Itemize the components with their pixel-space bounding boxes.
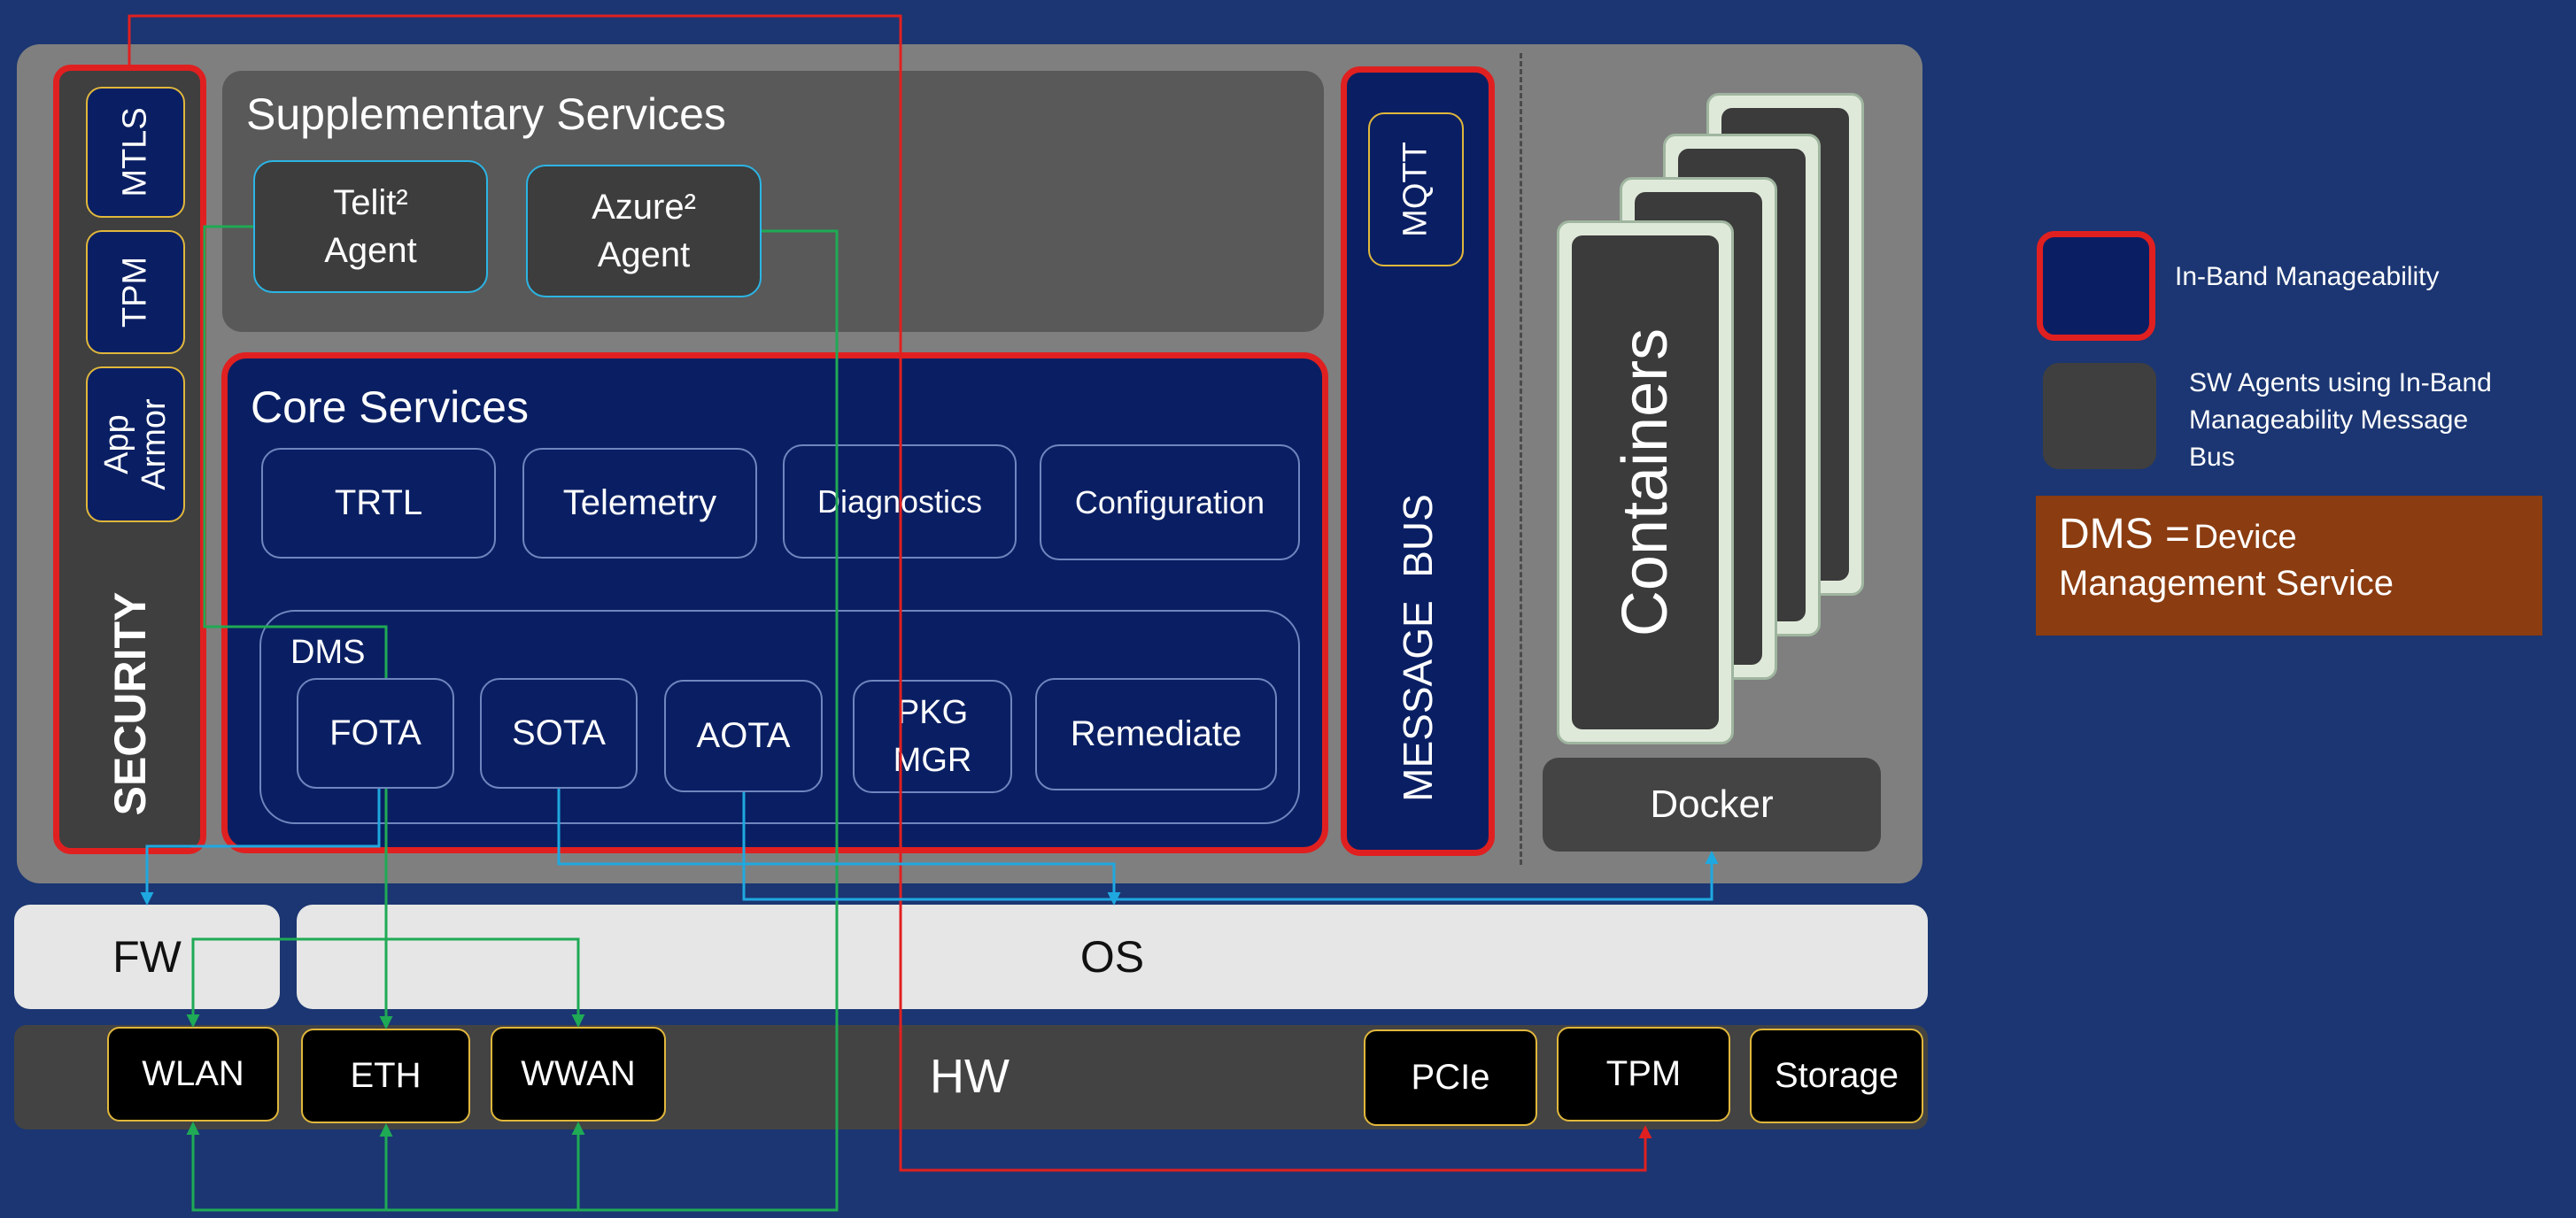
tpm-chip: TPM [1557, 1027, 1730, 1122]
legend-inband-label: In-Band Manageability [2175, 262, 2440, 291]
section-divider [1520, 53, 1522, 865]
azure-to-radios-line [186, 229, 839, 1212]
telit-agent-box: Telit² Agent [253, 160, 488, 293]
fota-box: FOTA [297, 678, 454, 789]
eth-chip: ETH [301, 1029, 470, 1123]
sota-box: SOTA [480, 678, 638, 789]
dms-group-label: DMS [290, 634, 366, 671]
legend-sw-agents-label: SW Agents using In-Band Manageability Me… [2189, 368, 2492, 472]
sota-to-os-line [557, 789, 1121, 906]
docker-box: Docker [1543, 758, 1881, 852]
aota-box: AOTA [664, 680, 823, 792]
supplementary-services-title: Supplementary Services [246, 89, 726, 139]
azure-agent-box: Azure² Agent [526, 165, 762, 297]
container-card-1: Containers [1557, 220, 1734, 744]
os-layer: OS [297, 905, 1928, 1009]
legend-dms-box: DMS = Device Management Service [2036, 496, 2542, 636]
tpm-link-line [128, 14, 1652, 1172]
storage-chip: Storage [1750, 1029, 1923, 1123]
legend-dms-definition-second: Management Service [2059, 564, 2394, 603]
pkg-mgr-box: PKG MGR [853, 680, 1012, 793]
fw-layer: FW [14, 905, 280, 1009]
legend-dms-abbr: DMS = [2059, 511, 2191, 558]
legend-inband-swatch [2037, 231, 2155, 341]
wwan-chip: WWAN [491, 1027, 666, 1122]
tpm-security-box: TPM [86, 230, 185, 354]
app-armor-box: App Armor [86, 366, 185, 522]
trtl-box: TRTL [261, 448, 496, 559]
telit-to-dms-line [203, 225, 388, 678]
core-services-title: Core Services [251, 382, 529, 432]
legend-sw-agents-swatch [2043, 363, 2156, 469]
mtls-box: MTLS [86, 87, 185, 218]
fota-to-fw-line [140, 789, 381, 906]
configuration-box: Configuration [1040, 444, 1300, 560]
remediate-box: Remediate [1035, 678, 1277, 790]
telemetry-box: Telemetry [522, 448, 757, 559]
mqtt-box: MQTT [1368, 112, 1464, 266]
legend-dms-definition-first: Device [2193, 519, 2297, 556]
aota-to-docker-line [742, 792, 1719, 901]
hw-label: HW [930, 1050, 1010, 1103]
pcie-chip: PCIe [1364, 1029, 1537, 1126]
wlan-chip: WLAN [107, 1027, 279, 1122]
